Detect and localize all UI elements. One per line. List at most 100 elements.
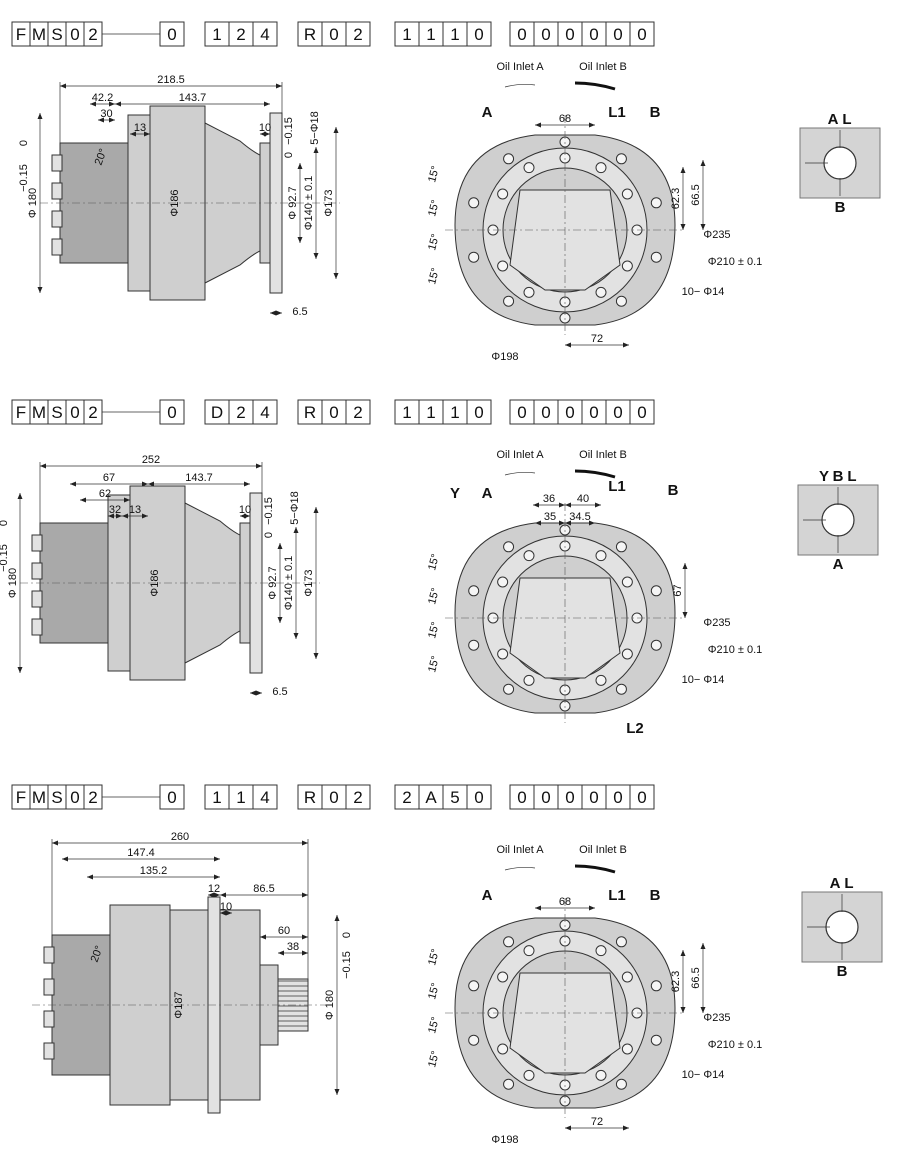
arrowhead — [264, 131, 270, 137]
tolerance-upper: 0 — [18, 140, 30, 146]
angle-label: 15° — [426, 948, 442, 967]
arrowhead — [565, 502, 571, 508]
arrowhead — [270, 310, 276, 316]
code-char: S — [51, 25, 62, 44]
code-cell — [533, 399, 559, 425]
bolt-holes-label: 5−Φ18 — [309, 111, 321, 145]
arrowhead — [302, 840, 308, 846]
bolt-hole — [497, 260, 509, 272]
port-symbol-bottom-label: B — [837, 963, 848, 980]
code-char: R — [304, 403, 316, 422]
code-char: 0 — [541, 25, 550, 44]
inlet-a-arrow — [504, 83, 536, 88]
flange-hole — [503, 936, 515, 948]
code-char: 5 — [450, 788, 459, 807]
dim-3: 30 — [100, 108, 112, 120]
code-char: 1 — [212, 25, 221, 44]
arrowhead — [87, 874, 93, 880]
dim-1: 67 — [103, 472, 115, 484]
tolerance-lower: −0.15 — [341, 951, 353, 979]
code-char: 0 — [565, 403, 574, 422]
flange-diameter-dim: Φ173 — [303, 569, 315, 596]
port-fitting — [51, 182, 63, 200]
dia-210-label: Φ210 ± 0.1 — [708, 256, 763, 268]
dim-5: 10 — [259, 122, 271, 134]
flange-hole — [468, 197, 480, 209]
arrowhead — [52, 840, 58, 846]
code-cell — [442, 399, 468, 425]
port-symbol-top-label: A — [830, 875, 841, 892]
port-fitting — [31, 534, 43, 552]
code-cell — [394, 21, 420, 47]
port-symbol-top-label: L — [842, 111, 851, 128]
port-symbol-top-label: L — [847, 468, 856, 485]
dim-67: 67 — [672, 584, 684, 596]
flange-hole — [650, 197, 662, 209]
code-cell — [321, 399, 347, 425]
arrowhead — [623, 1125, 629, 1131]
code-cell — [629, 21, 655, 47]
code-char: 0 — [637, 25, 646, 44]
bolt-hole — [595, 550, 607, 562]
code-char: 2 — [236, 403, 245, 422]
dia-235-label: Φ235 — [703, 617, 730, 629]
bolt-hole — [595, 162, 607, 174]
dim-6: 10 — [239, 504, 251, 516]
code-char: 0 — [329, 403, 338, 422]
code-char: 1 — [402, 25, 411, 44]
arrowhead — [70, 481, 76, 487]
flange-hole — [615, 936, 627, 948]
angle-label: 15° — [426, 199, 442, 218]
overall-length-dim: 218.5 — [157, 74, 185, 86]
arrowhead — [214, 856, 220, 862]
oil-inlet-a-label: Oil Inlet A — [496, 61, 544, 73]
code-char: 2 — [236, 25, 245, 44]
arrowhead — [244, 481, 250, 487]
arrowhead — [90, 101, 96, 107]
arrowhead — [623, 342, 629, 348]
code-cell — [252, 399, 278, 425]
arrowhead — [313, 653, 319, 659]
arrowhead — [108, 513, 114, 519]
code-char: 4 — [260, 25, 269, 44]
pilot-diameter-dim: Φ 92.7 — [287, 186, 299, 219]
flange-hole — [503, 1078, 515, 1090]
arrowhead — [559, 502, 565, 508]
tolerance-upper: 0 — [283, 152, 295, 158]
code-cell — [509, 21, 535, 47]
thickness-label: 6.5 — [272, 686, 287, 698]
dim-4: 13 — [134, 122, 146, 134]
dia-235-label: Φ235 — [703, 229, 730, 241]
arrowhead — [109, 117, 115, 123]
arrowhead — [62, 856, 68, 862]
code-char: 0 — [613, 403, 622, 422]
flange-hole — [503, 541, 515, 553]
code-cell — [509, 784, 535, 810]
code-char: M — [32, 788, 46, 807]
code-char: 0 — [541, 403, 550, 422]
dim-7: 38 — [287, 941, 299, 953]
bolt-hole — [497, 1043, 509, 1055]
code-char: R — [304, 788, 316, 807]
flange-hole — [615, 295, 627, 307]
code-char: 0 — [474, 403, 483, 422]
port-fitting — [31, 618, 43, 636]
right-diameter-dim: Φ 180 — [324, 990, 336, 1020]
holes-label: 10− Φ14 — [682, 674, 725, 686]
dia-210-label: Φ210 ± 0.1 — [708, 644, 763, 656]
tolerance-lower: −0.15 — [18, 164, 30, 192]
code-char: 1 — [450, 25, 459, 44]
code-cell — [297, 784, 323, 810]
arrowhead — [595, 502, 601, 508]
code-cell — [204, 399, 230, 425]
arrowhead — [589, 905, 595, 911]
thickness-label: 6.5 — [292, 306, 307, 318]
arrowhead — [264, 101, 270, 107]
arrowhead — [250, 690, 256, 696]
